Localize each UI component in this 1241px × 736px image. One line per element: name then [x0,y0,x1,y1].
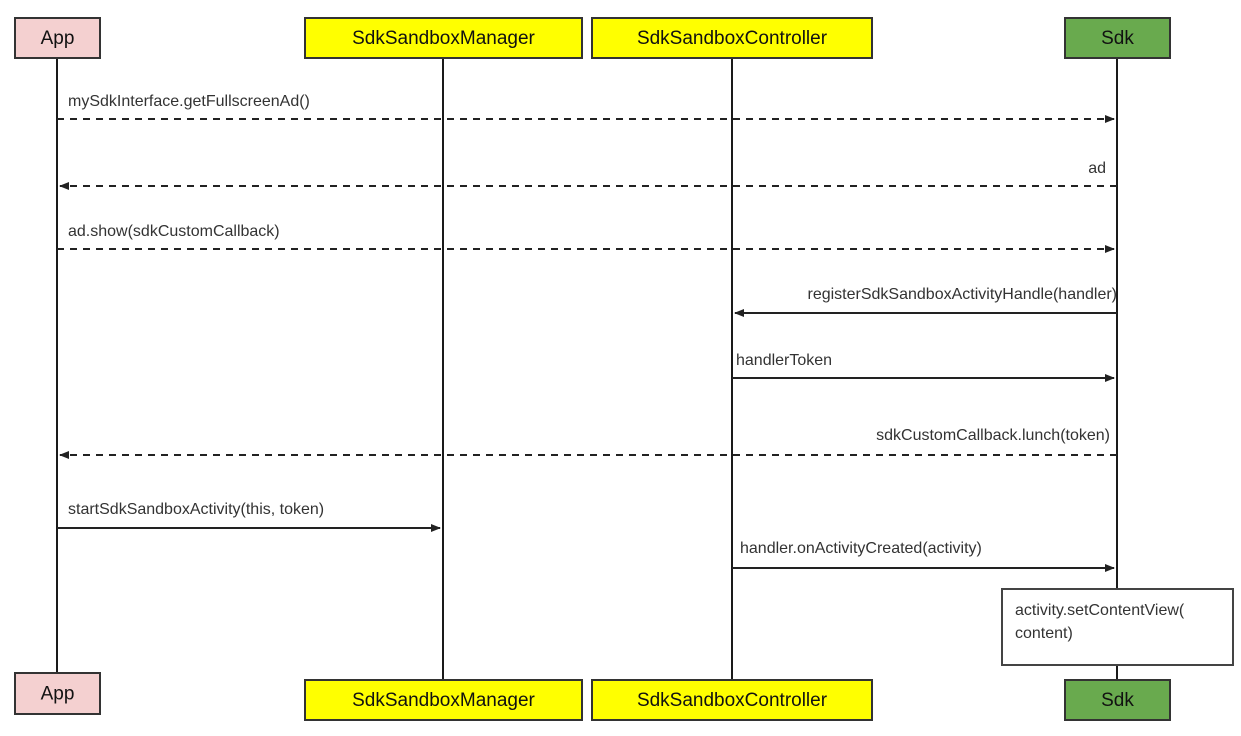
participant-label-controller-bottom: SdkSandboxController [637,690,828,711]
notes-layer: activity.setContentView( content) [1001,588,1234,666]
participant-box-manager-bottom[interactable] [304,679,583,721]
participant-label-manager-bottom: SdkSandboxManager [352,690,535,711]
messages-layer: mySdkInterface.getFullscreenAd() ad ad.sho… [57,93,1118,572]
note-box-n1[interactable] [1001,588,1234,666]
participant-box-sdk-top[interactable] [1064,17,1171,59]
participant-box-controller-bottom[interactable] [591,679,873,721]
lifelines-layer [56,58,1118,680]
note-text-line-1: activity.setContentView( [1015,602,1185,619]
participant-label-sdk-top: Sdk [1101,28,1134,49]
participant-box-controller-top[interactable] [591,17,873,59]
message-label-m8: handler.onActivityCreated(activity) [740,540,982,557]
participant-box-sdk-bottom[interactable] [1064,679,1171,721]
message-label-m2: ad [1088,160,1106,177]
message-label-m4: registerSdkSandboxActivityHandle(handler… [808,286,1118,303]
participant-box-app-bottom[interactable] [14,672,101,715]
participant-label-manager-top: SdkSandboxManager [352,28,535,49]
message-label-m1: mySdkInterface.getFullscreenAd() [68,93,310,110]
participant-label-app-top: App [41,28,75,49]
message-label-m6: sdkCustomCallback.lunch(token) [876,427,1110,444]
note-text-line-2: content) [1015,625,1073,642]
participants-layer: AppAppSdkSandboxManagerSdkSandboxManager… [14,17,1171,721]
message-label-m3: ad.show(sdkCustomCallback) [68,223,280,240]
participant-label-app-bottom: App [41,684,75,705]
participant-label-sdk-bottom: Sdk [1101,690,1134,711]
participant-box-app-top[interactable] [14,17,101,59]
message-label-m7: startSdkSandboxActivity(this, token) [68,501,324,518]
message-label-m5: handlerToken [736,352,832,369]
participant-box-manager-top[interactable] [304,17,583,59]
participant-label-controller-top: SdkSandboxController [637,28,828,49]
